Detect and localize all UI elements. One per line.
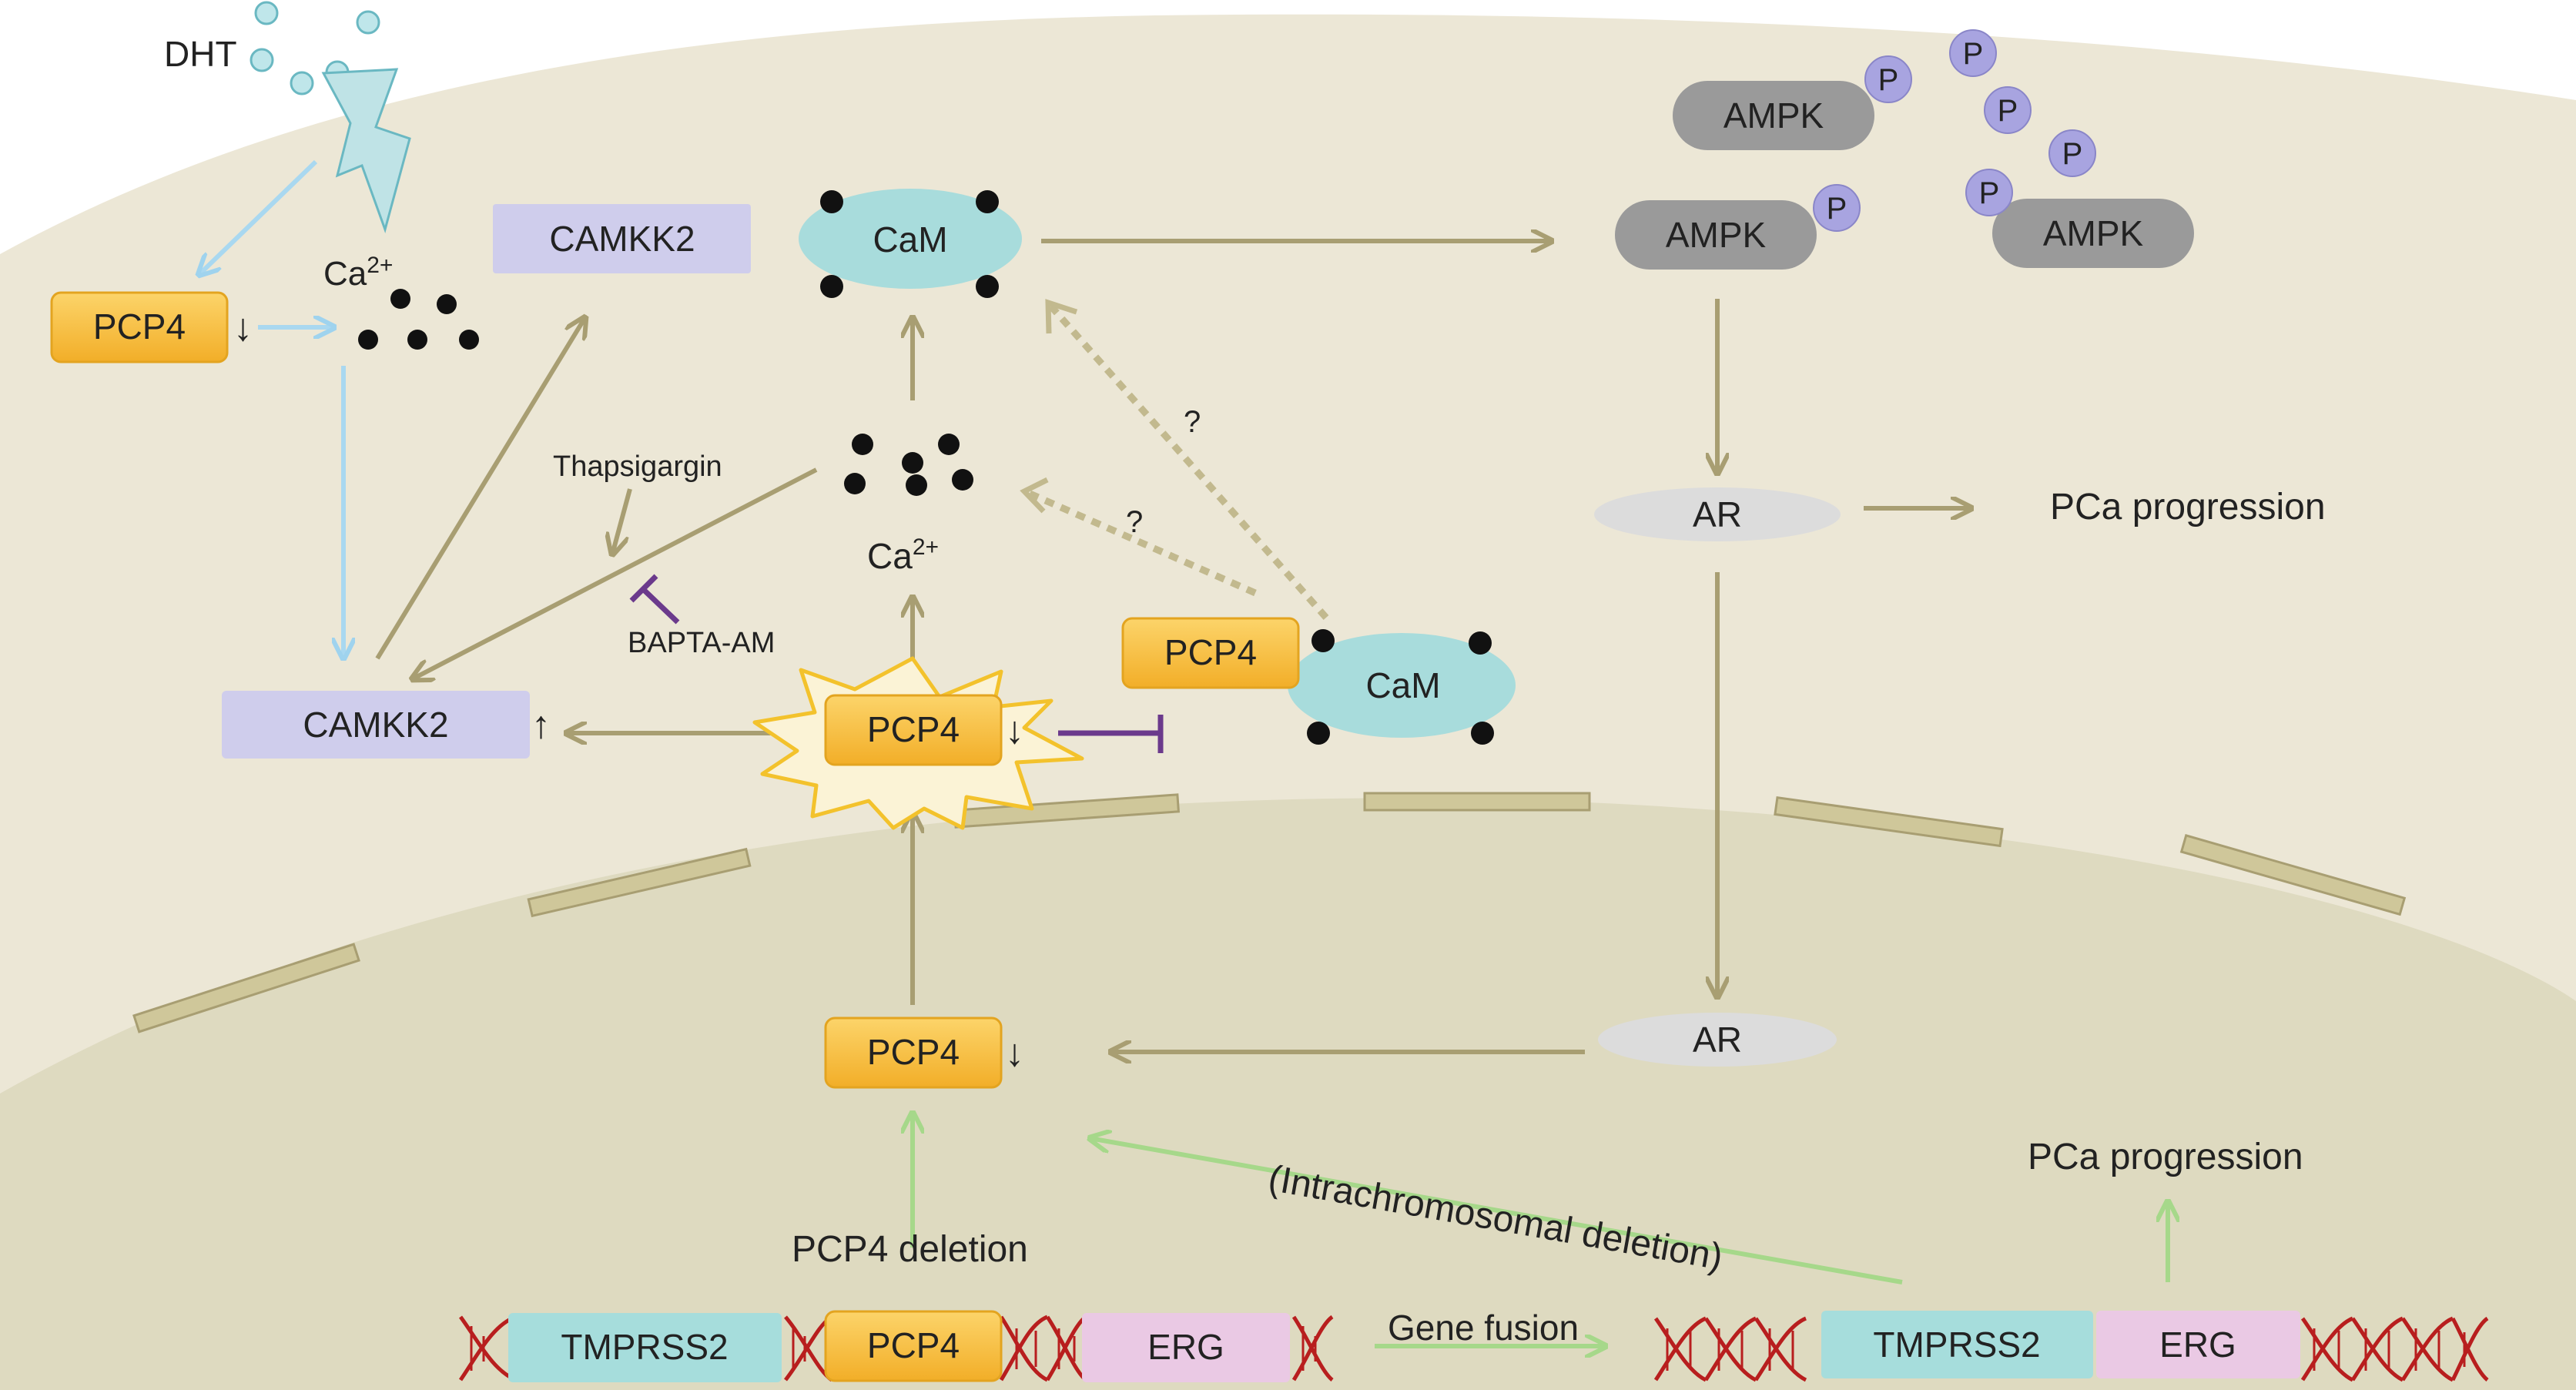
tmprss2-box-left: TMPRSS2 xyxy=(508,1313,782,1382)
question-mark-2: ? xyxy=(1184,405,1201,439)
dht-droplets xyxy=(250,1,380,95)
svg-text:ERG: ERG xyxy=(2159,1325,2236,1365)
dht-label: DHT xyxy=(164,34,237,74)
blue-arrows xyxy=(199,159,343,658)
camkk2-box-lower: CAMKK2 xyxy=(222,691,530,759)
ampk-top: AMPK xyxy=(1673,81,1874,150)
pcp4-box-top-left: PCP4 xyxy=(50,291,229,363)
svg-text:P: P xyxy=(1963,37,1984,71)
tmprss2-box-right: TMPRSS2 xyxy=(1821,1311,2093,1378)
pcp4-box-nucleus: PCP4 xyxy=(824,1017,1003,1089)
dna-rungs-right xyxy=(1666,1328,2466,1371)
question-mark-1: ? xyxy=(1126,505,1143,539)
down-arrow-symbol: ↓ xyxy=(1005,708,1024,752)
pca-progression-bottom: PCa progression xyxy=(2028,1137,2303,1177)
svg-text:AMPK: AMPK xyxy=(1666,215,1767,255)
calcium-ions-top xyxy=(358,289,479,350)
bapta-am-label: BAPTA-AM xyxy=(628,627,775,659)
svg-text:PCP4: PCP4 xyxy=(93,306,186,347)
cam-complex: CaM xyxy=(1288,629,1516,745)
erg-box-left: ERG xyxy=(1082,1313,1290,1382)
erg-box-right: ERG xyxy=(2096,1311,2300,1378)
green-arrows xyxy=(913,1113,2168,1346)
nucleus xyxy=(0,798,2576,1390)
calcium-ions-middle xyxy=(844,434,973,496)
dna-rungs-left xyxy=(470,1326,1317,1371)
svg-text:CaM: CaM xyxy=(873,219,947,260)
ca-top-label: Ca2+ xyxy=(323,253,393,293)
svg-text:PCP4: PCP4 xyxy=(1164,632,1257,672)
phosphate-groups xyxy=(1813,29,2096,232)
dht-lightning-icon xyxy=(321,68,411,233)
pca-progression-top: PCa progression xyxy=(2050,487,2326,528)
pcp4-box-complex: PCP4 xyxy=(1121,617,1300,689)
svg-text:CAMKK2: CAMKK2 xyxy=(549,219,695,259)
svg-text:AMPK: AMPK xyxy=(2043,213,2144,253)
svg-text:PCP4: PCP4 xyxy=(867,709,960,749)
pcp4-box-dna: PCP4 xyxy=(824,1310,1003,1382)
camkk2-box-top: CAMKK2 xyxy=(493,204,751,273)
svg-text:AR: AR xyxy=(1693,1020,1742,1060)
inhibition-lines xyxy=(629,574,1164,753)
svg-text:TMPRSS2: TMPRSS2 xyxy=(1873,1325,2040,1365)
down-arrow-symbol: ↓ xyxy=(1005,1031,1024,1074)
down-arrow-symbol: ↓ xyxy=(233,306,253,349)
olive-arrows xyxy=(375,241,1971,1052)
svg-text:TMPRSS2: TMPRSS2 xyxy=(561,1327,728,1367)
phosphate-labels: P P P P P P xyxy=(1827,37,2083,226)
svg-text:CaM: CaM xyxy=(1365,665,1440,705)
ca-middle-label: Ca2+ xyxy=(867,534,939,576)
svg-text:P: P xyxy=(2062,137,2083,171)
gene-fusion-label: Gene fusion xyxy=(1388,1308,1579,1348)
ampk-middle: AMPK xyxy=(1615,200,1817,270)
svg-text:PCP4: PCP4 xyxy=(867,1032,960,1072)
svg-text:CAMKK2: CAMKK2 xyxy=(303,705,448,745)
svg-text:P: P xyxy=(1998,94,2018,128)
svg-text:PCP4: PCP4 xyxy=(867,1325,960,1365)
up-arrow-symbol: ↑ xyxy=(531,703,551,746)
svg-text:P: P xyxy=(1979,176,2000,210)
svg-text:AMPK: AMPK xyxy=(1723,95,1824,136)
dashed-arrowheads xyxy=(1020,299,1078,514)
pcp4-box-center: PCP4 xyxy=(824,694,1003,766)
ar-nucleus: AR xyxy=(1598,1013,1837,1067)
svg-text:AR: AR xyxy=(1693,494,1742,534)
thapsigargin-label: Thapsigargin xyxy=(553,450,722,483)
dna-helix-right xyxy=(1653,1316,2489,1382)
nuclear-envelope-segments xyxy=(132,792,2407,1033)
pcp4-deletion-label: PCP4 deletion xyxy=(792,1229,1028,1270)
svg-text:P: P xyxy=(1878,63,1899,97)
dashed-olive-arrows xyxy=(1027,304,1329,620)
svg-text:P: P xyxy=(1827,192,1847,226)
ampk-right: AMPK xyxy=(1992,199,2194,268)
cam-top: CaM xyxy=(799,189,1022,298)
svg-text:ERG: ERG xyxy=(1147,1327,1224,1367)
ar-top: AR xyxy=(1594,487,1841,541)
